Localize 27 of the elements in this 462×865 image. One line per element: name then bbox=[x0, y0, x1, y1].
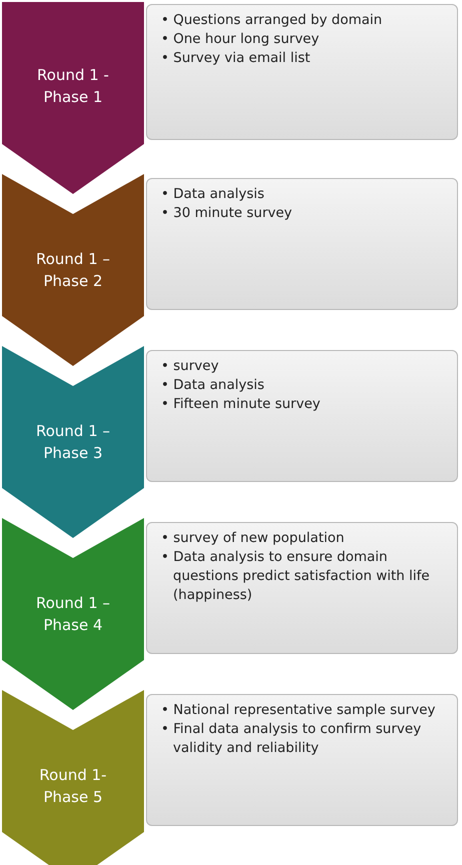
bullet-item: • Data analysis to ensure domain questions predict satisfaction with life (happiness) bbox=[161, 548, 431, 605]
bullet-item: • One hour long survey bbox=[161, 30, 320, 49]
chevron-step bbox=[2, 690, 144, 865]
text-card bbox=[146, 4, 458, 140]
bullet-item: • Questions arranged by domain bbox=[161, 11, 384, 30]
bullet-item: • Fifteen minute survey bbox=[161, 395, 322, 414]
bullet-item: • Data analysis bbox=[161, 376, 266, 395]
step-label: Round 1 – Phase 3 bbox=[34, 421, 112, 464]
step-label: Round 1 – Phase 2 bbox=[34, 249, 112, 292]
step-label: Round 1 – Phase 4 bbox=[34, 593, 112, 636]
bullet-item: • survey bbox=[161, 357, 220, 376]
bullet-item: • National representative sample survey bbox=[161, 701, 436, 720]
chevron-step bbox=[2, 346, 144, 538]
chevron-step bbox=[2, 2, 144, 194]
text-card bbox=[146, 522, 458, 654]
bullet-item: • Data analysis bbox=[161, 185, 266, 204]
text-card bbox=[146, 178, 458, 310]
step-label: Round 1 - Phase 1 bbox=[36, 65, 110, 108]
bullet-item: • survey of new population bbox=[161, 529, 346, 548]
chevron-step bbox=[2, 174, 144, 366]
text-card bbox=[146, 350, 458, 482]
bullet-item: • Final data analysis to confirm survey validity and reliability bbox=[161, 720, 422, 758]
text-card bbox=[146, 694, 458, 826]
chevron-step bbox=[2, 518, 144, 710]
step-label: Round 1- Phase 5 bbox=[38, 765, 108, 808]
bullet-item: • 30 minute survey bbox=[161, 204, 294, 223]
bullet-item: • Survey via email list bbox=[161, 49, 312, 68]
